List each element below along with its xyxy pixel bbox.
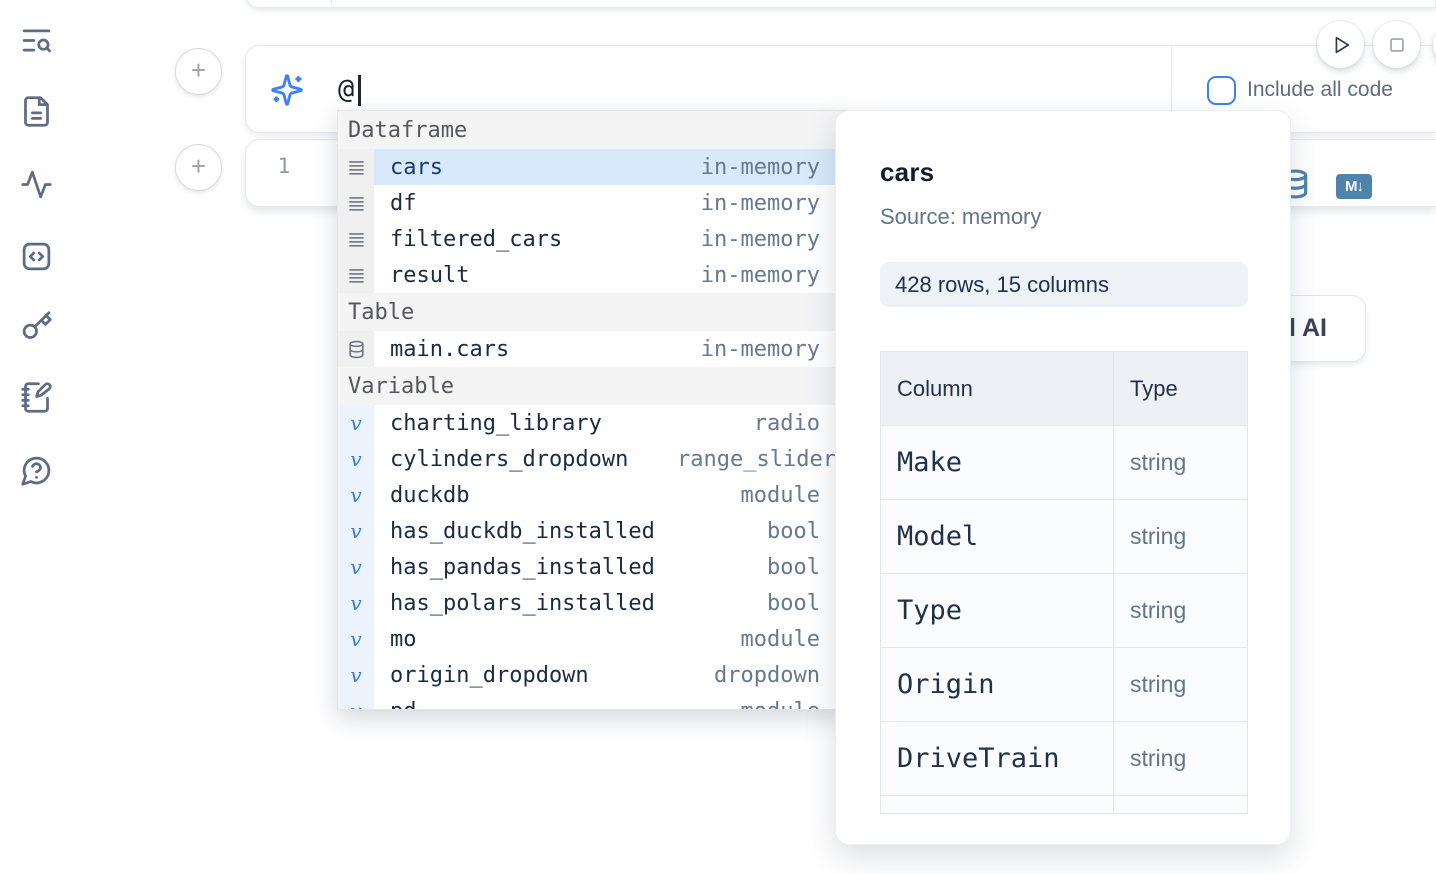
variable-icon: v	[338, 549, 374, 585]
shape-badge: 428 rows, 15 columns	[880, 262, 1248, 307]
previous-cell-bottom	[245, 0, 1436, 8]
schema-row: Type string	[881, 574, 1247, 648]
code-box-icon[interactable]	[18, 238, 54, 274]
add-cell-button[interactable]: +	[175, 144, 222, 191]
key-icon[interactable]	[18, 308, 54, 344]
help-chat-icon[interactable]	[18, 452, 54, 488]
divider	[1171, 46, 1172, 132]
variable-icon: v	[338, 405, 374, 441]
include-all-code-label: Include all code	[1247, 78, 1393, 101]
schema-row: Origin string	[881, 648, 1247, 722]
completion-item[interactable]: v pdmodule	[338, 693, 846, 709]
activity-icon[interactable]	[18, 166, 54, 202]
line-number: 1	[277, 154, 291, 178]
variable-icon: v	[338, 693, 374, 709]
rows-icon	[338, 221, 374, 257]
schema-row	[881, 796, 1247, 813]
section-header-dataframe: Dataframe	[338, 111, 846, 149]
section-header-table: Table	[338, 293, 846, 331]
rows-icon	[338, 185, 374, 221]
dataframe-preview-popup: cars Source: memory 428 rows, 15 columns…	[835, 110, 1291, 845]
schema-row: DriveTrain string	[881, 722, 1247, 796]
rows-icon	[338, 149, 374, 185]
variable-icon: v	[338, 621, 374, 657]
cell-gutter-divider	[331, 0, 332, 5]
variable-icon: v	[338, 657, 374, 693]
list-search-icon[interactable]	[18, 22, 54, 58]
database-icon	[338, 331, 374, 367]
schema-header-row: Column Type	[881, 352, 1247, 426]
variable-icon: v	[338, 441, 374, 477]
rows-icon	[338, 257, 374, 293]
schema-row: Model string	[881, 500, 1247, 574]
add-cell-button[interactable]: +	[175, 48, 222, 95]
stop-button[interactable]	[1373, 21, 1420, 68]
markdown-convert-icon[interactable]: M↓	[1336, 174, 1372, 199]
section-header-variable: Variable	[338, 367, 846, 405]
partial-button[interactable]	[1433, 21, 1436, 68]
schema-row: Make string	[881, 426, 1247, 500]
variable-icon: v	[338, 585, 374, 621]
file-text-icon[interactable]	[18, 93, 54, 129]
variable-icon: v	[338, 477, 374, 513]
variable-icon: v	[338, 513, 374, 549]
sparkles-icon	[270, 73, 304, 112]
preview-source: Source: memory	[880, 204, 1042, 229]
include-all-code-checkbox[interactable]	[1207, 76, 1236, 105]
text-cursor	[358, 75, 361, 106]
preview-title: cars	[880, 157, 935, 187]
schema-table: Column Type Make string Model string Typ…	[880, 351, 1248, 814]
notebook-pen-icon[interactable]	[18, 379, 54, 415]
run-cell-button[interactable]	[1317, 21, 1364, 68]
ai-prompt-input[interactable]: @	[338, 74, 355, 105]
